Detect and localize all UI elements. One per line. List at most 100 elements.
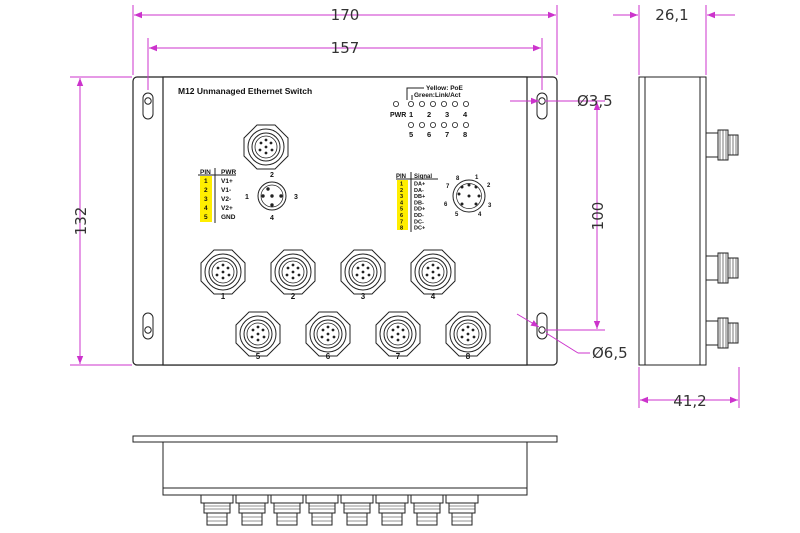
led-indicator: [440, 122, 447, 129]
dim-depth-total: 41,2: [673, 392, 706, 410]
pwr-table-signal: V2-: [221, 196, 231, 203]
led-indicator: [407, 122, 414, 129]
pwr-pin-label-bottom: 4: [270, 215, 274, 222]
led-indicator: [462, 122, 469, 129]
signal-table-signal: DB+: [414, 194, 425, 200]
bottom-connector: [410, 494, 444, 526]
side-body: [644, 76, 707, 366]
ethernet-port: [410, 249, 456, 295]
signal-pin-highlight: [397, 180, 408, 230]
bottom-connector: [270, 494, 304, 526]
port-label: 8: [466, 352, 471, 361]
led-indicator: [429, 122, 436, 129]
ethernet-port: [305, 311, 351, 357]
eth-pin-label-2: 2: [487, 183, 491, 189]
dim-depth-body: 26,1: [655, 6, 688, 24]
bottom-view: [132, 435, 558, 526]
pwr-table-pin: 3: [204, 196, 208, 203]
led-label-7: 7: [445, 130, 449, 139]
mounting-slot-bottom-left: [142, 312, 154, 340]
eth-pin-label-5: 5: [455, 212, 459, 218]
dim-hole-small: Ø3,5: [577, 92, 613, 110]
signal-table-signal: DA+: [414, 182, 425, 188]
led-label-8: 8: [463, 130, 467, 139]
pwr-table-pin: 5: [204, 214, 208, 221]
signal-table-signal: DB-: [414, 200, 424, 206]
signal-table-pin: 5: [400, 207, 403, 213]
led-label-2: 2: [427, 110, 431, 119]
pwr-table-signal: GND: [221, 214, 236, 221]
ethernet-port: [375, 311, 421, 357]
led-legend-yellow: Yellow: PoE: [426, 85, 464, 92]
signal-table-signal: DD+: [414, 207, 425, 213]
port-label: 6: [326, 352, 331, 361]
side-flange: [638, 76, 646, 366]
led-indicator: [451, 122, 458, 129]
led-label-1: 1: [409, 110, 413, 119]
bottom-body: [162, 441, 528, 496]
signal-table-pin: 7: [400, 219, 403, 225]
device-title: M12 Unmanaged Ethernet Switch: [178, 86, 312, 96]
pwr-table-signal: V1-: [221, 187, 231, 194]
port-label: 1: [221, 292, 226, 301]
led-legend-green: Green:Link/Act: [414, 92, 461, 99]
dim-hole-large: Ø6,5: [592, 344, 628, 362]
side-connector-port-bottom: [705, 317, 739, 349]
bottom-connectors: [200, 494, 479, 526]
signal-table-signal: DC+: [414, 226, 425, 232]
led-indicator: [429, 101, 436, 108]
mounting-slot-bottom-right: [536, 312, 548, 340]
front-view: M12 Unmanaged Ethernet Switch Yellow: Po…: [132, 76, 558, 366]
mounting-slot-top-left: [142, 92, 154, 120]
led-indicator: [418, 122, 425, 129]
port-label: 4: [431, 292, 436, 301]
eth-pin-label-1: 1: [475, 175, 479, 181]
led-indicator: [440, 101, 447, 108]
eth-pin-label-8: 8: [456, 176, 460, 182]
side-connector-port-top: [705, 252, 739, 284]
pwr-table-pin: 4: [204, 205, 208, 212]
signal-table-signal: DD-: [414, 213, 424, 219]
bottom-connector: [200, 494, 234, 526]
bottom-flange: [132, 435, 558, 443]
led-indicator: [462, 101, 469, 108]
side-dimensions: 26,1 41,2: [613, 5, 740, 410]
pwr-pin-label-left: 1: [245, 194, 249, 201]
pwr-table-pin: 1: [204, 178, 208, 185]
port-label: 7: [396, 352, 401, 361]
signal-table-header-pin: PIN: [396, 174, 406, 180]
dim-inner-width: 157: [331, 39, 360, 57]
signal-table-pin: 6: [400, 213, 403, 219]
ethernet-port: [445, 311, 491, 357]
eth-pin-label-3: 3: [488, 203, 492, 209]
led-indicator: [418, 101, 425, 108]
signal-table-pin: 3: [400, 194, 403, 200]
side-connector-power: [705, 129, 739, 161]
signal-table-pin: 2: [400, 188, 403, 194]
bottom-connector: [305, 494, 339, 526]
bottom-connector: [375, 494, 409, 526]
bottom-connector: [235, 494, 269, 526]
led-row-bottom: [407, 122, 469, 129]
led-label-4: 4: [463, 110, 468, 119]
side-view: [638, 76, 739, 366]
eth-pin-label-4: 4: [478, 212, 482, 218]
front-dimensions: 170 157 132 100 Ø3,5 Ø6,5: [70, 5, 628, 366]
signal-table-pin: 4: [400, 200, 404, 206]
eth-pin-label-6: 6: [444, 202, 448, 208]
port-label: 3: [361, 292, 366, 301]
pwr-table-header-sig: PWR: [221, 169, 236, 176]
pwr-pin-diagram: 2 1 3 4: [245, 172, 298, 222]
power-connector: [243, 124, 289, 170]
ethernet-ports-top-row: 1 2 3 4: [200, 249, 456, 301]
ethernet-pin-diagram: 8 1 2 7 6 3 5 4: [444, 175, 492, 218]
port-label: 2: [291, 292, 296, 301]
pwr-table-header-pin: PIN: [200, 169, 211, 176]
ethernet-port: [340, 249, 386, 295]
pwr-led-label: PWR: [390, 112, 406, 119]
ethernet-port: [270, 249, 316, 295]
pwr-pin-highlight: [200, 176, 212, 222]
